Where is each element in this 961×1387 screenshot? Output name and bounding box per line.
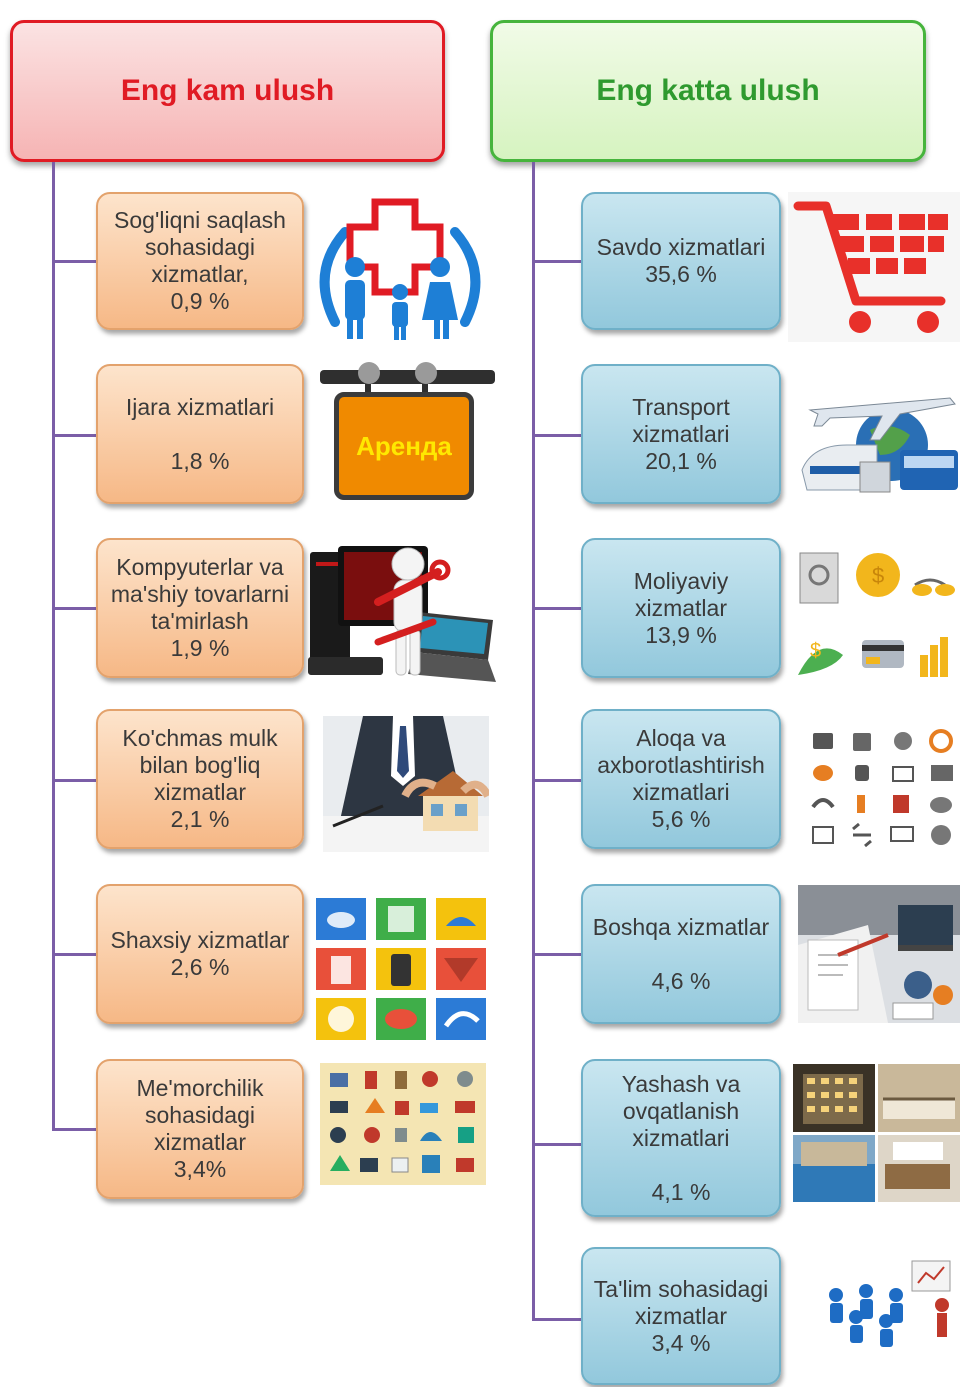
left-item-real-estate: Ko'chmas mulk bilan bog'liq xizmatlar 2,… bbox=[96, 709, 304, 849]
svg-text:$: $ bbox=[810, 640, 821, 662]
education-icon bbox=[822, 1255, 960, 1350]
left-branch bbox=[52, 260, 96, 263]
right-branch bbox=[532, 260, 581, 263]
right-branch bbox=[532, 1318, 581, 1321]
right-branch bbox=[532, 1143, 581, 1146]
left-item-computer-repair: Kompyuterlar va ma'shiy tovarlarni ta'mi… bbox=[96, 538, 304, 678]
healthcare-family-icon bbox=[319, 198, 481, 340]
right-item-trade: Savdo xizmatlari 35,6 % bbox=[581, 192, 781, 330]
right-branch bbox=[532, 434, 581, 437]
left-item-architecture: Me'morchilik sohasidagi xizmatlar 3,4% bbox=[96, 1059, 304, 1199]
left-branch bbox=[52, 1128, 96, 1131]
header-lowest-share: Eng kam ulush bbox=[10, 20, 445, 162]
left-branch bbox=[52, 607, 96, 610]
left-branch bbox=[52, 953, 96, 956]
right-item-transport: Transport xizmatlari 20,1 % bbox=[581, 364, 781, 504]
left-item-healthcare: Sog'liqni saqlash sohasidagi xizmatlar, … bbox=[96, 192, 304, 330]
right-item-hospitality: Yashash va ovqatlanish xizmatlari 4,1 % bbox=[581, 1059, 781, 1217]
office-work-icon bbox=[798, 885, 960, 1023]
rent-sign-label: Аренда bbox=[334, 392, 474, 500]
right-item-communication: Aloqa va axborotlashtirish xizmatlari 5,… bbox=[581, 709, 781, 849]
hotel-restaurant-icon bbox=[793, 1064, 960, 1202]
left-item-personal-services: Shaxsiy xizmatlar 2,6 % bbox=[96, 884, 304, 1024]
header-highest-share: Eng katta ulush bbox=[490, 20, 926, 162]
left-tree-trunk bbox=[52, 162, 55, 1130]
svg-text:$: $ bbox=[872, 563, 884, 588]
architecture-icons-icon bbox=[320, 1063, 486, 1185]
personal-services-icon bbox=[316, 898, 486, 1040]
left-branch bbox=[52, 434, 96, 437]
right-item-finance: Moliyaviy xizmatlar 13,9 % bbox=[581, 538, 781, 678]
right-item-education: Ta'lim sohasidagi xizmatlar 3,4 % bbox=[581, 1247, 781, 1385]
shopping-cart-icon bbox=[788, 192, 960, 342]
right-item-other: Boshqa xizmatlar 4,6 % bbox=[581, 884, 781, 1024]
right-tree-trunk bbox=[532, 162, 535, 1320]
computer-repair-icon bbox=[308, 546, 496, 682]
rent-sign-icon: Аренда bbox=[320, 362, 495, 507]
communication-icon bbox=[805, 725, 960, 850]
left-item-rent: Ijara xizmatlari 1,8 % bbox=[96, 364, 304, 504]
right-branch bbox=[532, 953, 581, 956]
real-estate-icon bbox=[323, 716, 489, 852]
transport-icon bbox=[800, 370, 960, 505]
left-branch bbox=[52, 779, 96, 782]
right-branch bbox=[532, 607, 581, 610]
finance-icon: $ $ bbox=[790, 545, 960, 690]
right-branch bbox=[532, 779, 581, 782]
